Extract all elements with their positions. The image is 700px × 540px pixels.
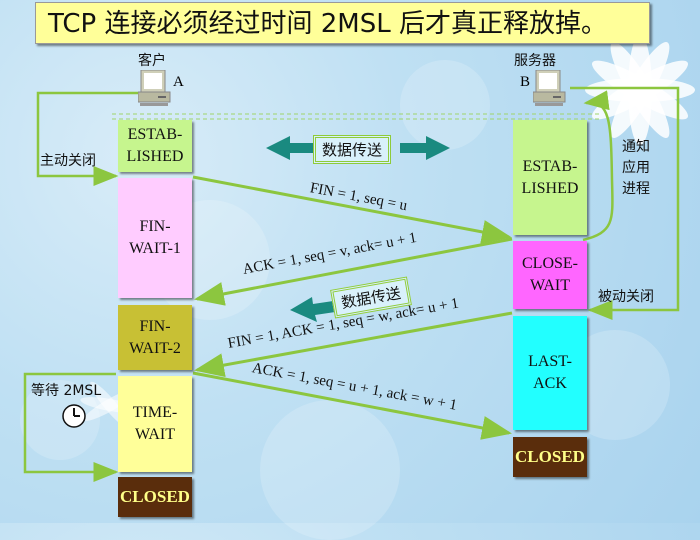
server-computer-icon: [533, 70, 566, 106]
server-state-last-ack: LAST- ACK: [513, 316, 587, 430]
client-host-label: A: [173, 74, 184, 90]
server-state-close-wait: CLOSE- WAIT: [513, 241, 587, 309]
diagram-arrows: [23, 86, 680, 482]
passive-close-label: 被动关闭: [598, 289, 654, 305]
client-label: 客户: [138, 53, 166, 69]
flower-decoration: [585, 35, 695, 145]
client-computer-icon: [138, 70, 171, 106]
server-label: 服务器: [514, 53, 556, 69]
background-bokeh: [400, 60, 490, 150]
active-close-label: 主动关闭: [40, 153, 96, 169]
client-state-fin-wait-1: FIN- WAIT-1: [118, 178, 192, 298]
server-host-label: B: [520, 74, 531, 90]
client-state-closed: CLOSED: [118, 477, 192, 517]
notify-app-label: 通知 应用 进程: [622, 139, 650, 197]
client-state-time-wait: TIME- WAIT: [118, 376, 192, 472]
server-state-established: ESTAB- LISHED: [513, 120, 587, 235]
data-transfer-label: 数据传送: [313, 135, 392, 164]
clock-icon: [62, 404, 86, 428]
background-bokeh: [260, 400, 400, 540]
wait-2msl-label: 等待 2MSL: [31, 383, 102, 399]
page-title: TCP 连接必须经过时间 2MSL 后才真正释放掉。: [35, 2, 650, 44]
client-state-established: ESTAB- LISHED: [118, 120, 192, 172]
server-state-closed: CLOSED: [513, 437, 587, 477]
client-state-fin-wait-2: FIN- WAIT-2: [118, 305, 192, 370]
